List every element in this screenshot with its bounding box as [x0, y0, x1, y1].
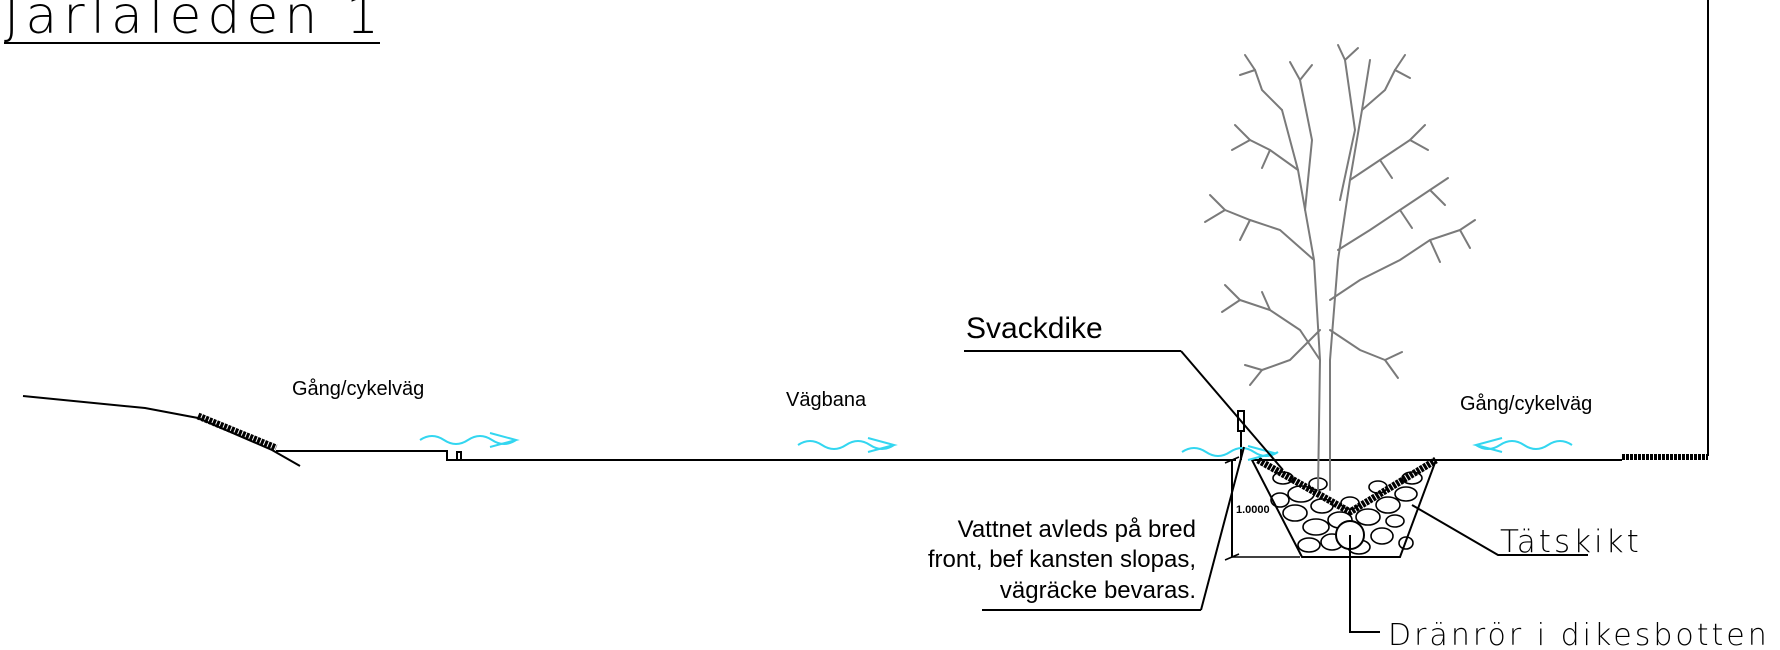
label-tatskikt: Tätskikt	[1500, 524, 1642, 560]
dimension-label: 1.0000	[1236, 504, 1270, 516]
note-line-2: front, bef kansten slopas,	[928, 546, 1196, 573]
label-vagbana: Vägbana	[786, 389, 867, 411]
note-line-3: vägräcke bevaras.	[1000, 577, 1196, 604]
dranror-leader	[1349, 535, 1380, 633]
label-gang-cykelvag-right: Gång/cykelväg	[1460, 393, 1592, 415]
left-embankment-hatch	[196, 412, 278, 452]
sealing-layer	[1256, 456, 1438, 517]
dimension-top-tick	[1224, 456, 1240, 464]
drawing-title: Jarlaleden 1	[4, 0, 385, 46]
label-svackdike: Svackdike	[966, 312, 1103, 345]
ground-surface-line	[276, 450, 1236, 461]
note-line-1: Vattnet avleds på bred	[958, 516, 1196, 543]
tatskikt-leader	[1411, 504, 1588, 556]
left-embankment-line	[22, 395, 301, 467]
label-gang-cykelvag-left: Gång/cykelväg	[292, 378, 424, 400]
water-flow-arrow-icon	[419, 432, 1573, 461]
swale-trench-outline	[1250, 459, 1438, 558]
tree-icon	[1204, 44, 1476, 491]
label-dranror: Dränrör i dikesbotten	[1388, 618, 1770, 650]
note-leader	[1200, 446, 1245, 611]
dimension-bottom-tick	[1224, 553, 1240, 561]
svackdike-leader	[1180, 350, 1284, 471]
